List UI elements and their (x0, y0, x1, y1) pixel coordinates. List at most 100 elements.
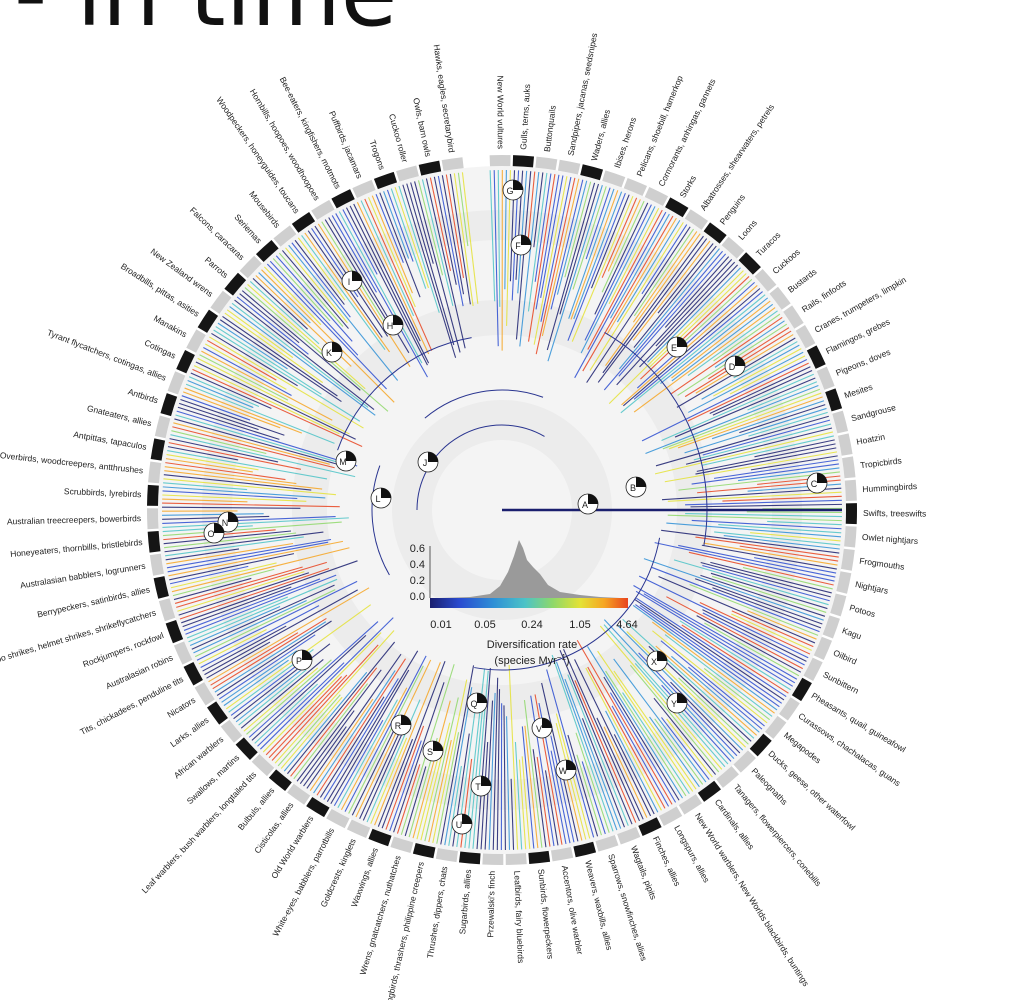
tip-branch (416, 760, 438, 840)
tip-branch (638, 575, 809, 659)
clade-segment-75 (154, 415, 171, 439)
tip-branch (687, 362, 809, 422)
tip-branch (162, 490, 298, 500)
clade-segment-21 (837, 433, 853, 456)
clade-label-91: Cuckoo roller (387, 113, 410, 164)
tip-branch (605, 710, 659, 813)
tip-branch (510, 778, 515, 850)
clade-label-8: Storks (677, 174, 698, 200)
node-marker-j: J (417, 451, 439, 473)
tip-branch (223, 659, 289, 707)
clade-segment-84 (255, 239, 279, 263)
tip-branch (187, 380, 254, 409)
tip-branch (546, 182, 596, 351)
node-wedge-h (393, 315, 403, 325)
tip-branch (331, 215, 377, 293)
clade-segment-29 (822, 615, 840, 639)
tip-branch (345, 207, 428, 366)
tip-branch (176, 410, 358, 467)
tip-branch (181, 560, 358, 624)
clade-label-18: Pigeons, doves (834, 347, 892, 378)
tip-branch (425, 178, 466, 349)
clade-segment-18 (816, 366, 835, 390)
tip-branch (574, 659, 652, 817)
hist-tick-2: 0.2 (410, 575, 425, 587)
clade-segment-16 (795, 325, 816, 349)
tip-branch (166, 454, 259, 471)
clade-label-64: Tits, chickadees, penduline tits (78, 674, 185, 737)
tip-branch (696, 443, 836, 472)
tip-branch (351, 716, 402, 816)
tip-branch (172, 568, 275, 597)
tip-branch (616, 258, 733, 386)
tip-branch (203, 347, 292, 396)
clade-segment-45 (550, 847, 574, 862)
tip-branch (748, 411, 828, 437)
tip-branch (580, 206, 656, 354)
node-wedge-g (513, 180, 523, 190)
tip-branch (238, 669, 307, 726)
clade-segment-54 (346, 819, 371, 838)
tip-branch (231, 302, 369, 408)
tip-branch (168, 442, 302, 470)
tip-branch (695, 447, 837, 475)
tip-branch (162, 516, 336, 524)
tip-branch (360, 200, 415, 317)
tip-branch (207, 339, 277, 381)
tip-branch (622, 692, 690, 795)
tip-branch (633, 245, 717, 348)
tip-branch (747, 610, 817, 640)
tip-branch (673, 559, 829, 606)
tip-branch (711, 400, 825, 440)
tip-branch (386, 189, 414, 262)
clade-segment-19 (825, 388, 843, 412)
clade-segment-73 (148, 461, 162, 484)
tip-branch (685, 427, 833, 465)
tip-branch (729, 355, 806, 395)
tip-branch (162, 513, 264, 516)
tip-branch (258, 272, 311, 324)
tip-branch (379, 192, 421, 298)
tip-branch (547, 184, 603, 362)
tip-branch (216, 620, 332, 696)
tip-branch (251, 634, 367, 741)
clade-label-92: Owls, barn owls (411, 97, 433, 158)
tip-branch (316, 658, 406, 796)
clade-segment-20 (832, 410, 849, 434)
tip-branch (703, 667, 770, 721)
clade-label-48: Przewalski's finch (485, 870, 497, 937)
tip-branch (691, 519, 842, 530)
tip-branch (174, 418, 350, 469)
clade-label-72: Scrubbirds, lyrebirds (64, 486, 142, 499)
tip-branch (254, 683, 319, 744)
tip-branch (163, 478, 336, 496)
tip-branch (366, 699, 421, 823)
clade-label-24: Swifts, treeswifts (863, 508, 926, 519)
tip-branch (189, 605, 281, 646)
tip-branch (200, 605, 320, 668)
tip-branch (185, 383, 335, 444)
clade-label-69: Australasian babblers, logrunners (19, 561, 146, 591)
tip-branch (180, 399, 285, 436)
tip-branch (713, 313, 781, 362)
tip-branch (235, 662, 311, 723)
tip-branch (718, 523, 842, 534)
tip-branch (648, 273, 747, 369)
tip-branch (164, 532, 297, 549)
tip-branch (164, 531, 324, 553)
tip-branch (182, 391, 281, 429)
clade-label-47: Leafbirds, fairy bluebirds (512, 870, 526, 963)
tip-branch (661, 373, 814, 442)
tip-branch (556, 180, 588, 295)
tip-branch (353, 203, 421, 342)
tip-branch (412, 700, 451, 839)
tip-branch (714, 320, 785, 368)
tip-branch (202, 625, 287, 672)
node-wedge-l (381, 488, 391, 498)
tip-branch (272, 258, 331, 322)
tip-branch (440, 665, 475, 845)
node-marker-n: N (217, 511, 239, 533)
tip-branch (340, 687, 408, 810)
tip-branch (274, 630, 395, 764)
tip-branch (703, 542, 838, 566)
